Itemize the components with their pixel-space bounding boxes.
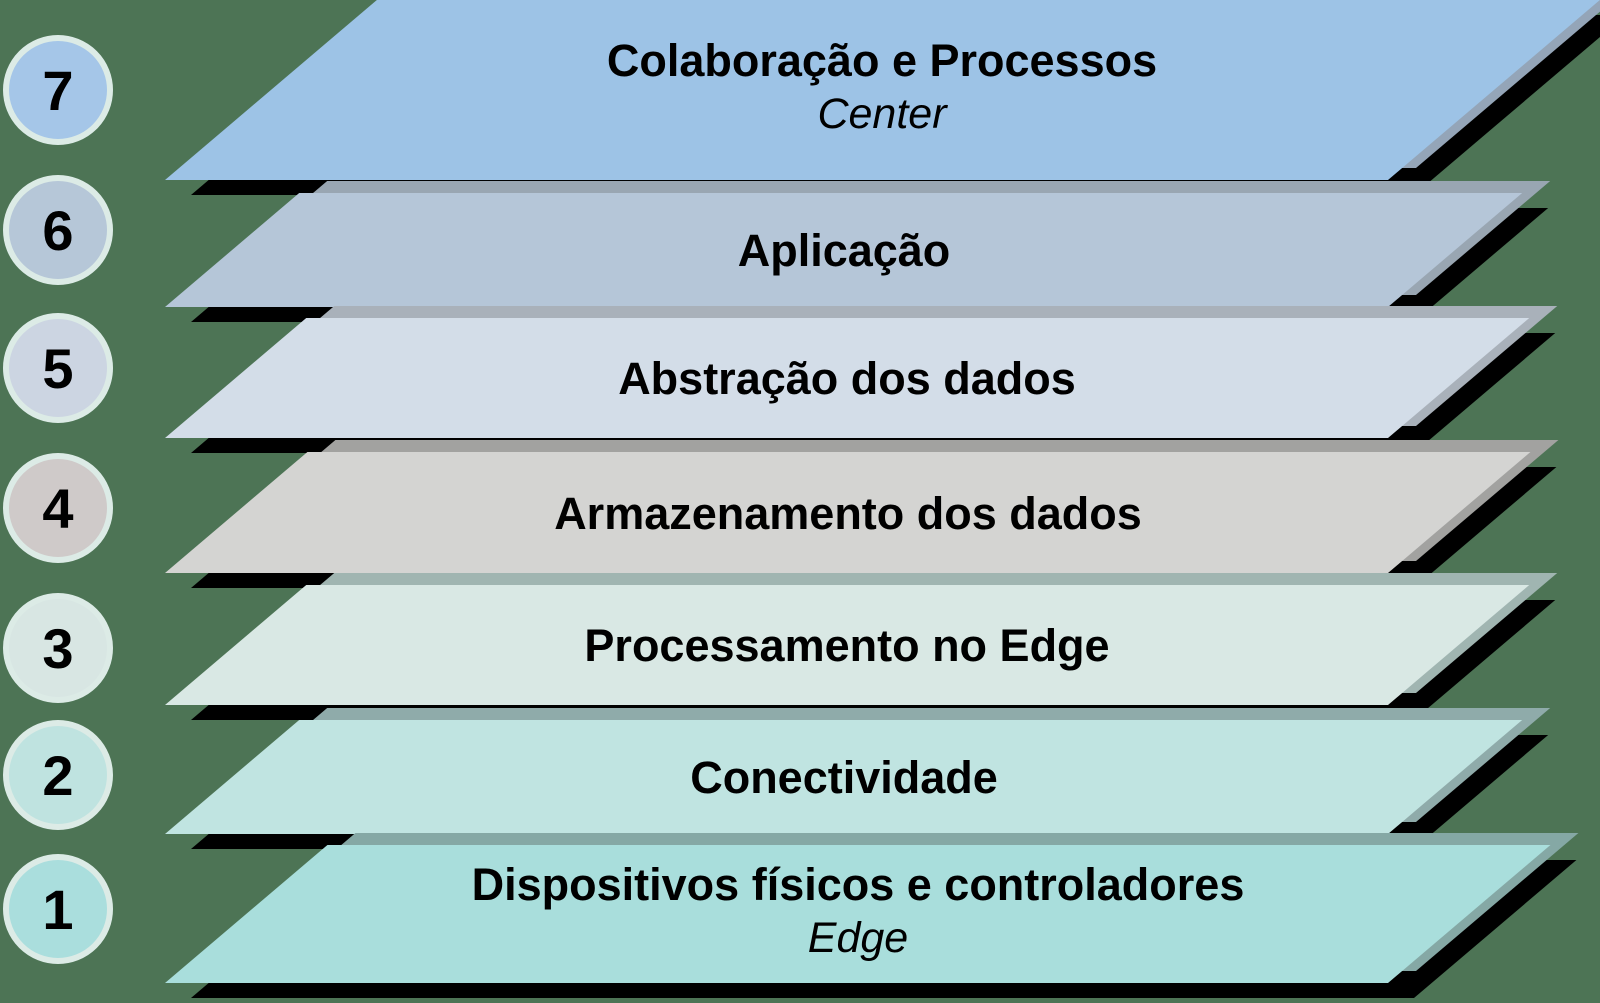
layer-4-plate [165, 452, 1531, 573]
layer-3: Processamento no Edge 3 [3, 573, 1558, 720]
layer-5-plate [165, 318, 1530, 438]
layer-2-badge-circle [3, 720, 113, 830]
layer-4-badge-number: 4 [42, 477, 73, 540]
layer-4-badge: 4 [3, 453, 113, 563]
layer-1-title: Dispositivos físicos e controladores [472, 859, 1245, 910]
layer-6-badge: 6 [3, 175, 113, 285]
layer-2-title: Conectividade [690, 752, 998, 803]
layer-2: Conectividade 2 [3, 708, 1551, 849]
layer-1-badge-number: 1 [42, 878, 73, 941]
layer-3-plate [165, 585, 1530, 705]
layer-6-title: Aplicação [738, 225, 951, 276]
layer-5-title: Abstração dos dados [618, 353, 1076, 404]
layer-7-subtitle: Center [817, 90, 948, 138]
layer-6-badge-number: 6 [42, 199, 73, 262]
layer-5: Abstração dos dados 5 [3, 306, 1558, 453]
layer-3-badge-circle [3, 593, 113, 703]
layer-1: Dispositivos físicos e controladoresEdge… [3, 833, 1579, 998]
layer-7-badge-number: 7 [42, 59, 73, 122]
layer-4-badge-circle [3, 453, 113, 563]
layer-1-plate [165, 845, 1551, 983]
layer-1-badge: 1 [3, 854, 113, 964]
layer-7-plate [165, 0, 1600, 180]
layer-1-badge-circle [3, 854, 113, 964]
layer-7-badge: 7 [3, 35, 113, 145]
layer-3-title: Processamento no Edge [584, 620, 1109, 671]
layer-2-badge: 2 [3, 720, 113, 830]
layer-4-title: Armazenamento dos dados [554, 488, 1142, 539]
layer-1-subtitle: Edge [808, 914, 908, 962]
layer-6: Aplicação 6 [3, 175, 1551, 322]
layer-3-badge-number: 3 [42, 617, 73, 680]
layer-2-badge-number: 2 [42, 744, 73, 807]
layer-5-badge: 5 [3, 313, 113, 423]
layer-5-badge-number: 5 [42, 337, 73, 400]
layer-7-badge-circle [3, 35, 113, 145]
layer-2-plate [165, 720, 1523, 834]
layer-6-badge-circle [3, 175, 113, 285]
layer-6-plate [165, 193, 1523, 307]
layer-5-badge-circle [3, 313, 113, 423]
layer-3-badge: 3 [3, 593, 113, 703]
layer-7-title: Colaboração e Processos [607, 35, 1157, 86]
layer-4: Armazenamento dos dados 4 [3, 440, 1559, 588]
